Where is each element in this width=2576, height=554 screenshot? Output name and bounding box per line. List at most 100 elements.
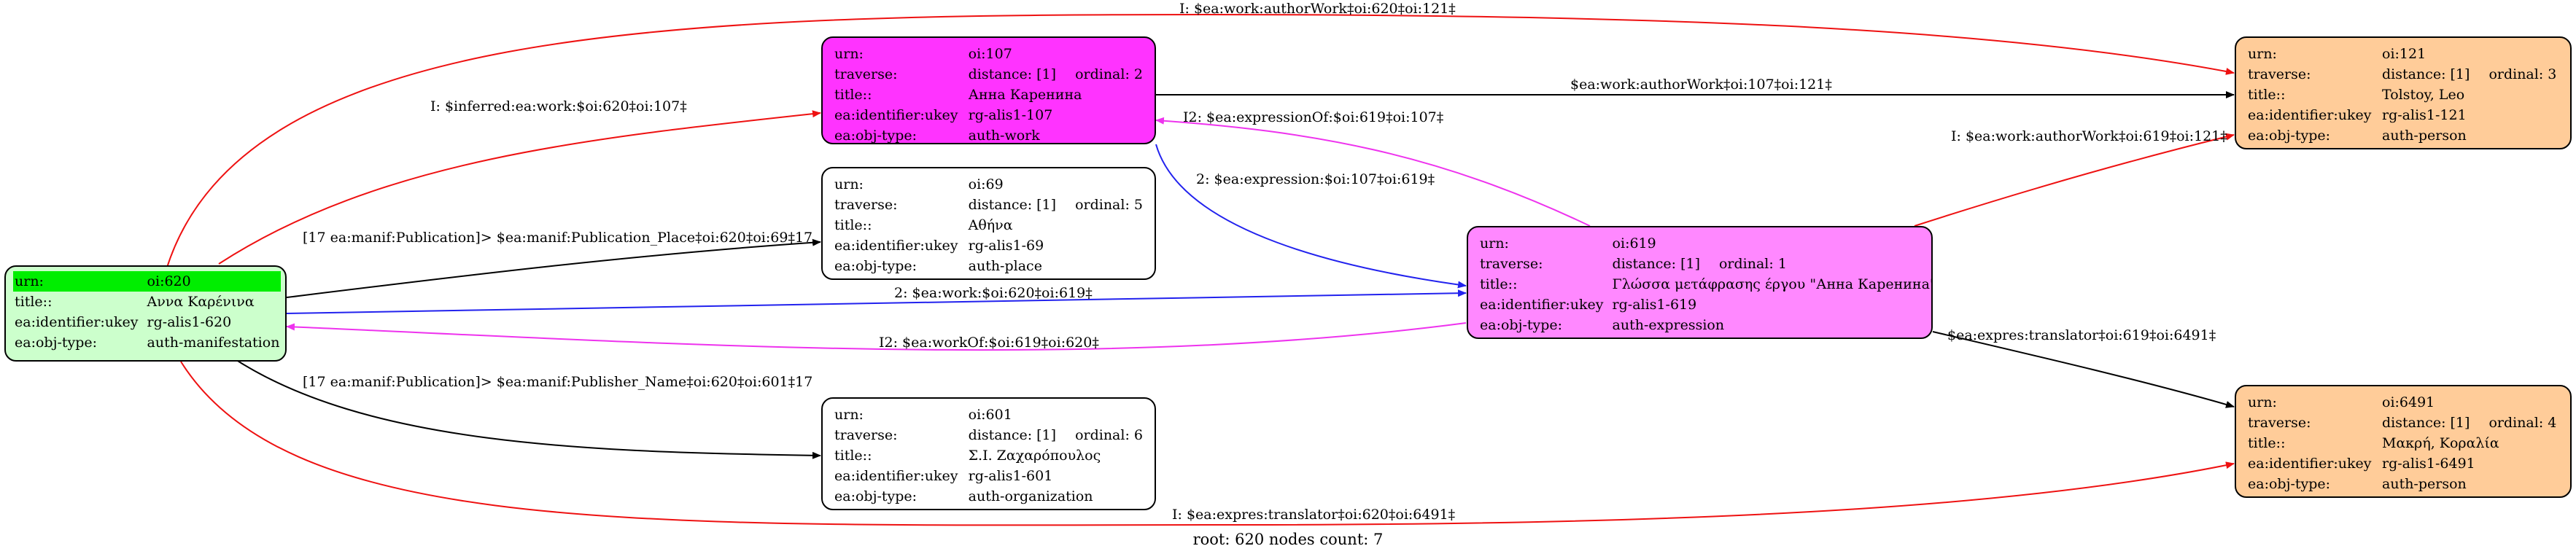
row-key: ea:obj-type: <box>15 335 98 351</box>
node-oi-601[interactable]: urn: oi:601 traverse: distance: [1] ordin… <box>821 397 1156 510</box>
row-key: traverse: <box>2248 415 2311 431</box>
node-oi-69[interactable]: urn: oi:69 traverse: distance: [1]ordina… <box>821 167 1156 280</box>
row-value: auth-person <box>2382 476 2467 492</box>
traverse-distance: distance: [1] <box>968 197 1057 213</box>
row-value: auth-person <box>2382 128 2467 144</box>
edge-label-e5: I2: $ea:workOf:$oi:619‡oi:620‡ <box>879 335 1099 351</box>
traverse-ordinal: ordinal: 2 <box>1075 66 1143 82</box>
edge-label-e1: I: $ea:work:authorWork‡oi:620‡oi:121‡ <box>1179 1 1456 17</box>
row-key: traverse: <box>834 66 898 82</box>
row-key: urn: <box>2248 46 2277 62</box>
edge-label-e6: [17 ea:manif:Publication]> $ea:manif:Pub… <box>303 374 812 390</box>
row-value: distance: [1]ordinal: 3 <box>2379 64 2558 85</box>
node-row: title:: Анна Каренина <box>833 85 1144 105</box>
node-oi-620[interactable]: urn: oi:620 title:: Αννα Καρένινα ea:ide… <box>4 265 287 362</box>
traverse-distance: distance: [1] <box>968 427 1057 443</box>
row-value: auth-work <box>968 128 1040 144</box>
node-row: urn: oi:6491 <box>2246 392 2558 413</box>
row-value: distance: [1]ordinal: 4 <box>2379 413 2558 433</box>
row-key: urn: <box>834 176 864 192</box>
traverse-distance: distance: [1] <box>968 66 1057 82</box>
edge-e3 <box>286 238 821 298</box>
row-value: auth-expression <box>1612 317 1725 333</box>
node-row: ea:identifier:ukey rg-alis1-619 <box>1478 294 1931 315</box>
row-value: rg-alis1-601 <box>968 468 1053 484</box>
edge-label-e8: $ea:work:authorWork‡oi:107‡oi:121‡ <box>1570 77 1832 93</box>
row-value: oi:121 <box>2382 46 2426 62</box>
row-key: ea:obj-type: <box>2248 476 2331 492</box>
row-key: title:: <box>834 217 872 233</box>
traverse-distance: distance: [1] <box>2382 415 2470 431</box>
node-row: ea:identifier:ukey rg-alis1-69 <box>833 235 1144 256</box>
row-key: ea:identifier:ukey <box>2248 107 2372 123</box>
row-value: auth-manifestation <box>147 335 280 351</box>
node-row: ea:obj-type: auth-person <box>2246 474 2558 494</box>
node-row: traverse: distance: [1]ordinal: 5 <box>833 195 1144 215</box>
row-value: auth-organization <box>968 488 1093 504</box>
row-key: urn: <box>834 407 864 423</box>
edge-label-e7: I: $ea:expres:translator‡oi:620‡oi:6491‡ <box>1172 507 1455 523</box>
graph-footer: root: 620 nodes count: 7 <box>1192 531 1384 548</box>
node-row: urn: oi:69 <box>833 174 1144 195</box>
edge-e10 <box>1155 144 1467 289</box>
node-row: title:: Σ.Ι. Ζαχαρόπουλος <box>833 445 1144 466</box>
row-key: urn: <box>834 46 864 62</box>
node-oi-6491[interactable]: urn: oi:6491 traverse: distance: [1]ordi… <box>2235 385 2572 498</box>
node-row: urn: oi:619 <box>1478 233 1931 254</box>
node-row: traverse: distance: [1]ordinal: 3 <box>2246 64 2558 85</box>
edge-label-e4: 2: $ea:work:$oi:620‡oi:619‡ <box>894 285 1093 301</box>
node-row: title:: Μακρή, Κοραλία <box>2246 433 2558 453</box>
row-value: oi:69 <box>968 176 1004 192</box>
row-key: ea:identifier:ukey <box>15 314 139 330</box>
traverse-ordinal: ordinal: 1 <box>1718 256 1787 272</box>
traverse-distance: distance: [1] <box>1612 256 1700 272</box>
node-row: ea:identifier:ukey rg-alis1-107 <box>833 105 1144 125</box>
edge-label-e10: 2: $ea:expression:$oi:107‡oi:619‡ <box>1196 171 1435 187</box>
traverse-ordinal: ordinal: 6 <box>1075 427 1143 443</box>
traverse-ordinal: ordinal: 3 <box>2488 66 2557 82</box>
row-key: traverse: <box>834 427 898 443</box>
row-key: ea:obj-type: <box>1480 317 1563 333</box>
edge-e7 <box>180 361 2235 526</box>
node-oi-121[interactable]: urn: oi:121 traverse: distance: [1]ordin… <box>2235 36 2572 149</box>
node-row: urn: oi:121 <box>2246 44 2558 64</box>
row-key: ea:identifier:ukey <box>834 107 958 123</box>
row-key: ea:identifier:ukey <box>2248 456 2372 472</box>
node-row: ea:obj-type: auth-work <box>833 125 1144 144</box>
row-value: oi:107 <box>968 46 1012 62</box>
node-oi-107[interactable]: urn: oi:107 traverse: distance: [1] ordin… <box>821 36 1156 144</box>
row-key: title:: <box>834 448 872 464</box>
edge-label-e12: $ea:expres:translator‡oi:619‡oi:6491‡ <box>1947 327 2216 343</box>
node-row: ea:identifier:ukey rg-alis1-6491 <box>2246 453 2558 474</box>
row-key: title:: <box>15 294 53 310</box>
row-key: title:: <box>834 87 872 103</box>
node-row: ea:obj-type: auth-person <box>2246 125 2558 146</box>
edge-label-e11: I: $ea:work:authorWork‡oi:619‡oi:121‡ <box>1951 128 2227 144</box>
node-row: ea:identifier:ukey rg-alis1-620 <box>13 312 281 332</box>
row-value: rg-alis1-107 <box>968 107 1053 123</box>
row-key: title:: <box>2248 87 2286 103</box>
node-row: title:: Αθήνα <box>833 215 1144 235</box>
row-value: oi:619 <box>1612 235 1656 251</box>
node-row: ea:identifier:ukey rg-alis1-121 <box>2246 105 2558 125</box>
row-value: Αθήνα <box>968 217 1013 233</box>
edge-e5 <box>286 322 1467 351</box>
row-key: urn: <box>2248 394 2277 410</box>
node-row: ea:obj-type: auth-manifestation <box>13 332 281 353</box>
row-value: oi:601 <box>968 407 1012 423</box>
row-value: distance: [1]ordinal: 5 <box>966 195 1144 215</box>
row-key: ea:obj-type: <box>834 128 917 144</box>
edge-e6 <box>231 356 821 459</box>
node-oi-619[interactable]: urn: oi:619 traverse: distance: [1] ordin… <box>1467 226 1933 339</box>
row-value: distance: [1] ordinal: 6 <box>966 425 1144 445</box>
node-row: title:: Γλώσσα μετάφρασης έργου "Анна Ка… <box>1478 274 1931 294</box>
node-row: ea:obj-type: auth-organization <box>833 486 1144 507</box>
row-key: traverse: <box>1480 256 1543 272</box>
row-value: Σ.Ι. Ζαχαρόπουλος <box>968 448 1101 464</box>
node-row: ea:identifier:ukey rg-alis1-601 <box>833 466 1144 486</box>
row-key: urn: <box>1480 235 1509 251</box>
edge-e9 <box>1155 117 1591 227</box>
row-key: title:: <box>1480 276 1518 292</box>
edge-e2 <box>218 110 821 265</box>
